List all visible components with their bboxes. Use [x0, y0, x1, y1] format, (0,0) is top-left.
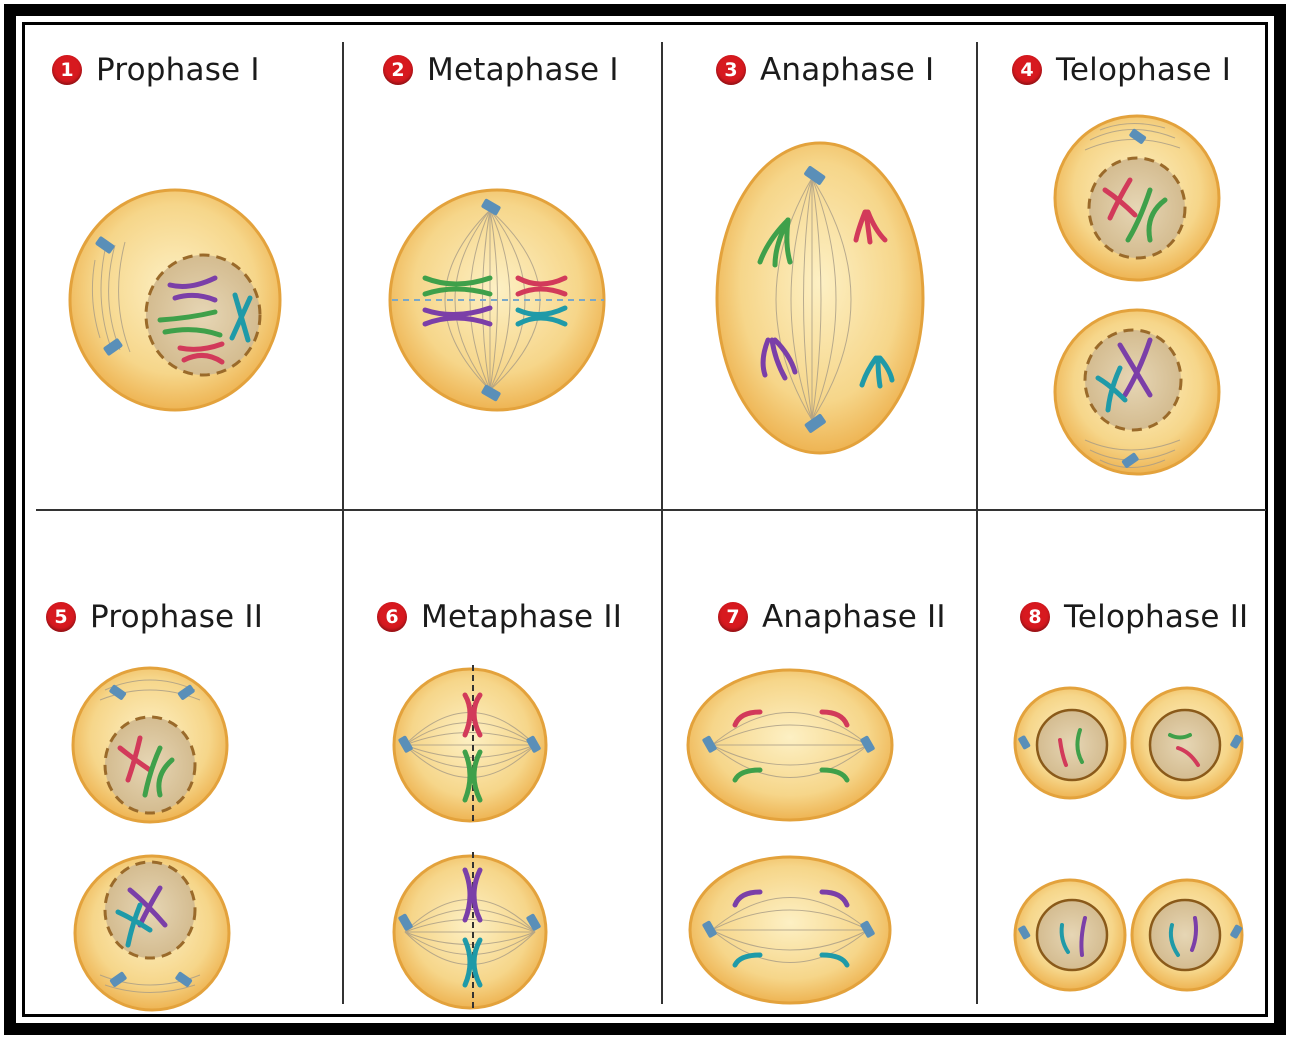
- cell-anaphase-i: [717, 143, 923, 453]
- cell-telophase-i: [1055, 116, 1219, 474]
- cell-prophase-i: [70, 190, 280, 410]
- cell-prophase-ii: [73, 668, 229, 1010]
- cell-metaphase-i: [390, 190, 604, 410]
- cell-metaphase-ii: [394, 665, 546, 1008]
- cell-telophase-ii: [1015, 688, 1243, 990]
- cell-anaphase-ii: [688, 670, 892, 1003]
